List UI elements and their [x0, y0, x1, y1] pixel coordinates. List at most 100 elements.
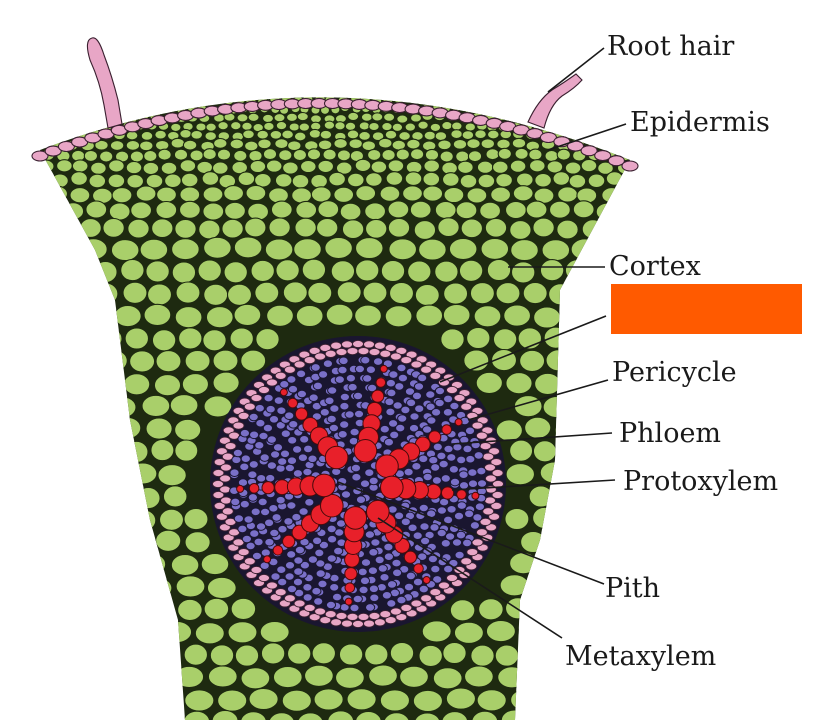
epidermis-cell [31, 150, 49, 162]
cortex-cell [443, 282, 469, 305]
stele-cell [312, 381, 323, 391]
stele-cell [258, 431, 269, 441]
xylem-cell [353, 439, 378, 463]
cortex-cell [197, 259, 222, 282]
cortex-cell [327, 710, 355, 721]
cortex-cell [371, 112, 384, 122]
cortex-cell [412, 689, 444, 713]
leader-lines [337, 47, 627, 639]
stele-cell [328, 423, 339, 433]
cortex-cell [177, 598, 203, 622]
epidermis-layer [31, 97, 639, 172]
stele-cell [255, 522, 267, 531]
stele-cell [327, 534, 338, 544]
stele-cell [277, 524, 288, 534]
cortex-cell [162, 620, 193, 644]
root-hair-right [527, 73, 583, 129]
cortex-cell [127, 620, 158, 643]
label-pith: Pith [605, 573, 660, 604]
stele-cell [337, 365, 348, 375]
cortex-cell [170, 553, 200, 577]
cortex-cell [287, 140, 302, 152]
cortex-cell [317, 139, 333, 151]
pericycle-cell [482, 507, 495, 516]
cortex-cell [223, 261, 248, 284]
cortex-cell [143, 149, 158, 163]
cortex-cell [274, 138, 289, 150]
pericycle-cell [308, 613, 321, 622]
stele-cell [277, 457, 288, 466]
stele-cell [229, 468, 240, 478]
cortex-cell [141, 394, 171, 418]
stele-cell [272, 443, 284, 452]
cortex-cell [119, 689, 150, 712]
stele-cell [249, 430, 260, 440]
cortex-cell [368, 664, 398, 687]
cortex-cell [440, 97, 452, 106]
cortex-cell [66, 261, 91, 284]
cortex-cell [40, 200, 61, 219]
cortex-cell [528, 485, 554, 508]
stele-cell [360, 558, 372, 567]
cortex-cell [40, 102, 46, 113]
cortex-cell [65, 103, 76, 113]
cortex-cell [105, 509, 131, 532]
stele-cell [385, 378, 396, 388]
pericycle-cell [220, 463, 232, 472]
xylem-cell [344, 567, 358, 581]
stele-cell [418, 584, 429, 594]
cortex-cell [490, 186, 512, 203]
cortex-cell [464, 122, 477, 132]
cortex-cell [236, 113, 249, 123]
stele-cell [453, 511, 465, 521]
cortex-cell [249, 159, 267, 174]
stele-cell [231, 455, 242, 465]
cortex-cell [509, 439, 534, 462]
pericycle-cell [212, 468, 225, 478]
stele-cell [360, 355, 371, 365]
cortex-cell [554, 419, 582, 442]
cortex-cell [484, 217, 508, 238]
stele-cell [303, 444, 314, 454]
cortex-cell [229, 138, 245, 150]
cortex-cell [139, 238, 169, 261]
stele-cell [296, 369, 307, 379]
cortex-cell [409, 200, 432, 219]
pericycle-cell [224, 442, 237, 451]
cortex-cell [415, 304, 444, 327]
pericycle-cell [346, 347, 359, 356]
stele-cell [329, 404, 340, 413]
cortex-cell [492, 328, 518, 351]
stele-cell [379, 573, 390, 582]
cortex-cell [40, 575, 45, 598]
stele-cell [352, 594, 363, 604]
pericycle-cell [384, 343, 397, 352]
cortex-cell [143, 97, 155, 105]
pericycle-cell [453, 393, 466, 403]
pericycle-cell [293, 360, 306, 369]
pericycle-cell [314, 352, 327, 361]
pericycle-cell [314, 607, 327, 616]
cortex-cell [291, 173, 310, 189]
cortex-cell [110, 576, 141, 599]
cortex-cell [480, 138, 496, 150]
cortex-cell [285, 112, 299, 122]
cortex-cell [171, 261, 197, 284]
cortex-cell [84, 304, 113, 327]
stele-cell [239, 462, 250, 472]
cortex-cell [440, 328, 465, 351]
stele-cell [284, 572, 295, 581]
cortex-cell [580, 158, 598, 173]
cortex-cell [347, 111, 360, 122]
pericycle-cell [484, 463, 496, 472]
cortex-cell [334, 121, 346, 131]
stele-cell [373, 357, 384, 366]
stele-cell [445, 532, 456, 541]
stele-cell [365, 603, 376, 612]
cortex-cell [506, 112, 519, 123]
cortex-cell [575, 396, 605, 419]
cortex-cell [125, 160, 143, 175]
xylem-cell [287, 397, 299, 409]
pericycle-cell [335, 611, 348, 621]
cortex-cell [65, 598, 92, 621]
